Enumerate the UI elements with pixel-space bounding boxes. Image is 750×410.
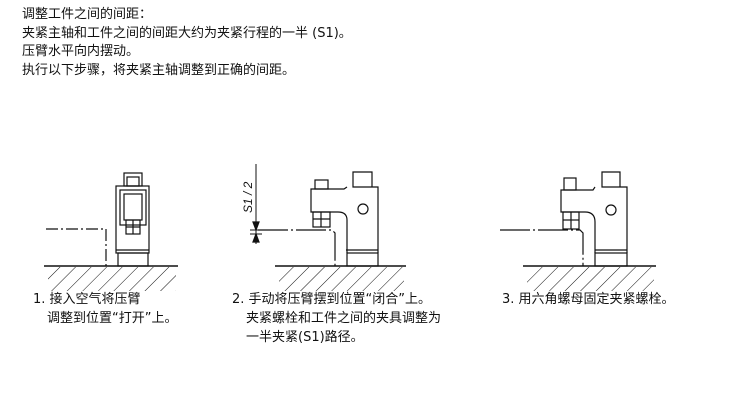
caption-line: 一半夹紧(S1)路径。 (246, 330, 364, 345)
diagram-closed-position: S1 / 2 (241, 164, 406, 291)
instruction-line: 执行以下步骤，将夹紧主轴调整到正确的间距。 (22, 62, 296, 78)
step-3-caption: 3. 用六角螺母固定夹紧螺栓。 (502, 290, 675, 309)
step-2-caption: 2. 手动将压臂摆到位置“闭合”上。 夹紧螺栓和工件之间的夹具调整为 一半夹紧(… (232, 290, 441, 347)
instruction-line: 压臂水平向内摆动。 (22, 44, 140, 59)
step-1-caption: 1. 接入空气将压臂 调整到位置“打开”上。 (33, 290, 177, 328)
instruction-line: 夹紧主轴和工件之间的间距大约为夹紧行程的一半 (S1)。 (22, 25, 352, 41)
instructions-heading: 调整工件之间的间距： (22, 7, 153, 22)
instructions: 调整工件之间的间距： 夹紧主轴和工件之间的间距大约为夹紧行程的一半 (S1)。 … (22, 6, 352, 80)
caption-line: 2. 手动将压臂摆到位置“闭合”上。 (232, 292, 432, 307)
dimension-label: S1 / 2 (241, 181, 255, 213)
caption-line: 调整到位置“打开”上。 (47, 311, 178, 326)
ground-hatch (48, 267, 176, 291)
caption-line: 3. 用六角螺母固定夹紧螺栓。 (502, 292, 675, 307)
diagram-open-position (44, 172, 178, 291)
caption-line: 1. 接入空气将压臂 (33, 292, 141, 307)
caption-line: 夹紧螺栓和工件之间的夹具调整为 (246, 311, 442, 326)
diagram-fixed-position (500, 171, 656, 291)
